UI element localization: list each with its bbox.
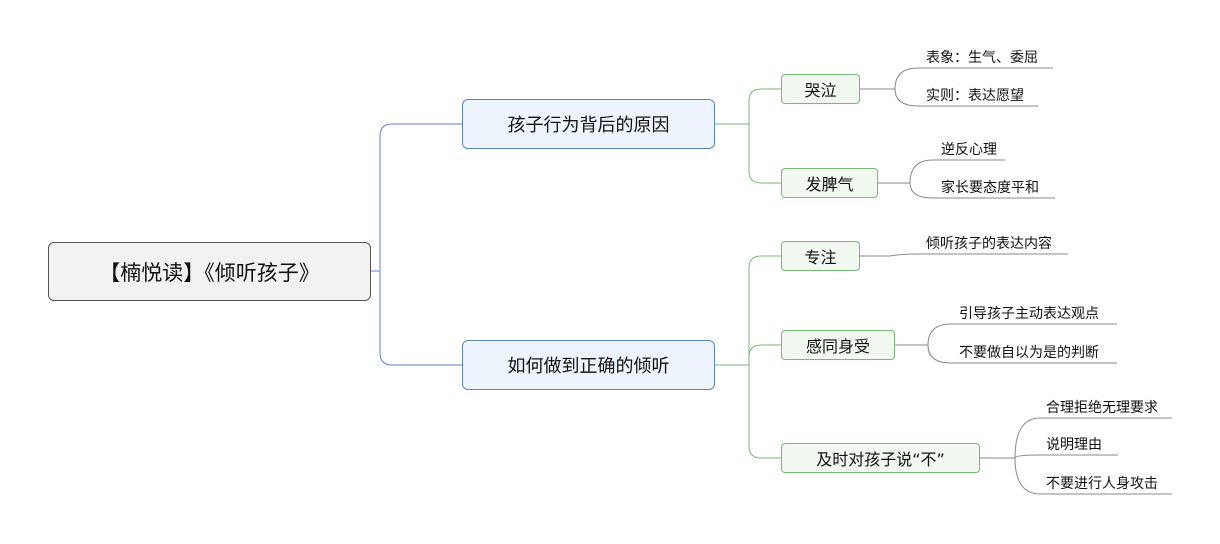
leaf-topic[interactable]: 倾听孩子的表达内容 (926, 236, 1052, 252)
connector-leaf (909, 182, 1055, 199)
connector-leaf (860, 67, 1053, 90)
subtopic-tantrum[interactable]: 发脾气 (781, 168, 878, 198)
leaf-topic[interactable]: 不要进行人身攻击 (1046, 476, 1158, 492)
connector-leaf (878, 159, 1005, 184)
connector-leaf (860, 253, 1068, 257)
connector-leaf (927, 344, 1117, 364)
subtopic-focus[interactable]: 专注 (781, 241, 860, 271)
connector-main (748, 365, 781, 459)
connector-leaf (1014, 454, 1118, 459)
branch-listening[interactable]: 如何做到正确的倾听 (462, 340, 715, 390)
branch-reasons[interactable]: 孩子行为背后的原因 (462, 99, 715, 149)
leaf-topic[interactable]: 说明理由 (1046, 437, 1102, 453)
connector-leaf (894, 88, 1038, 107)
leaf-topic[interactable]: 家长要态度平和 (941, 180, 1039, 196)
leaf-topic[interactable]: 引导孩子主动表达观点 (959, 306, 1099, 322)
connector-main (715, 88, 781, 125)
connector-leaf (895, 323, 1117, 346)
leaf-topic[interactable]: 合理拒绝无理要求 (1046, 400, 1158, 416)
leaf-topic[interactable]: 表象：生气、委屈 (926, 50, 1038, 66)
root-topic[interactable]: 【楠悦读】《倾听孩子》 (48, 242, 371, 301)
leaf-topic[interactable]: 逆反心理 (941, 142, 997, 158)
connector-root (379, 271, 462, 366)
leaf-topic[interactable]: 实则：表达愿望 (926, 88, 1024, 104)
connector-main (748, 344, 781, 365)
leaf-topic[interactable]: 不要做自以为是的判断 (959, 345, 1099, 361)
connector-leaf (1014, 457, 1172, 495)
subtopic-say-no[interactable]: 及时对孩子说“不” (781, 443, 980, 473)
subtopic-crying[interactable]: 哭泣 (781, 74, 860, 104)
connector-main (748, 124, 781, 184)
connector-main (715, 255, 781, 366)
subtopic-empathy[interactable]: 感同身受 (781, 330, 895, 360)
connector-root (371, 123, 462, 272)
